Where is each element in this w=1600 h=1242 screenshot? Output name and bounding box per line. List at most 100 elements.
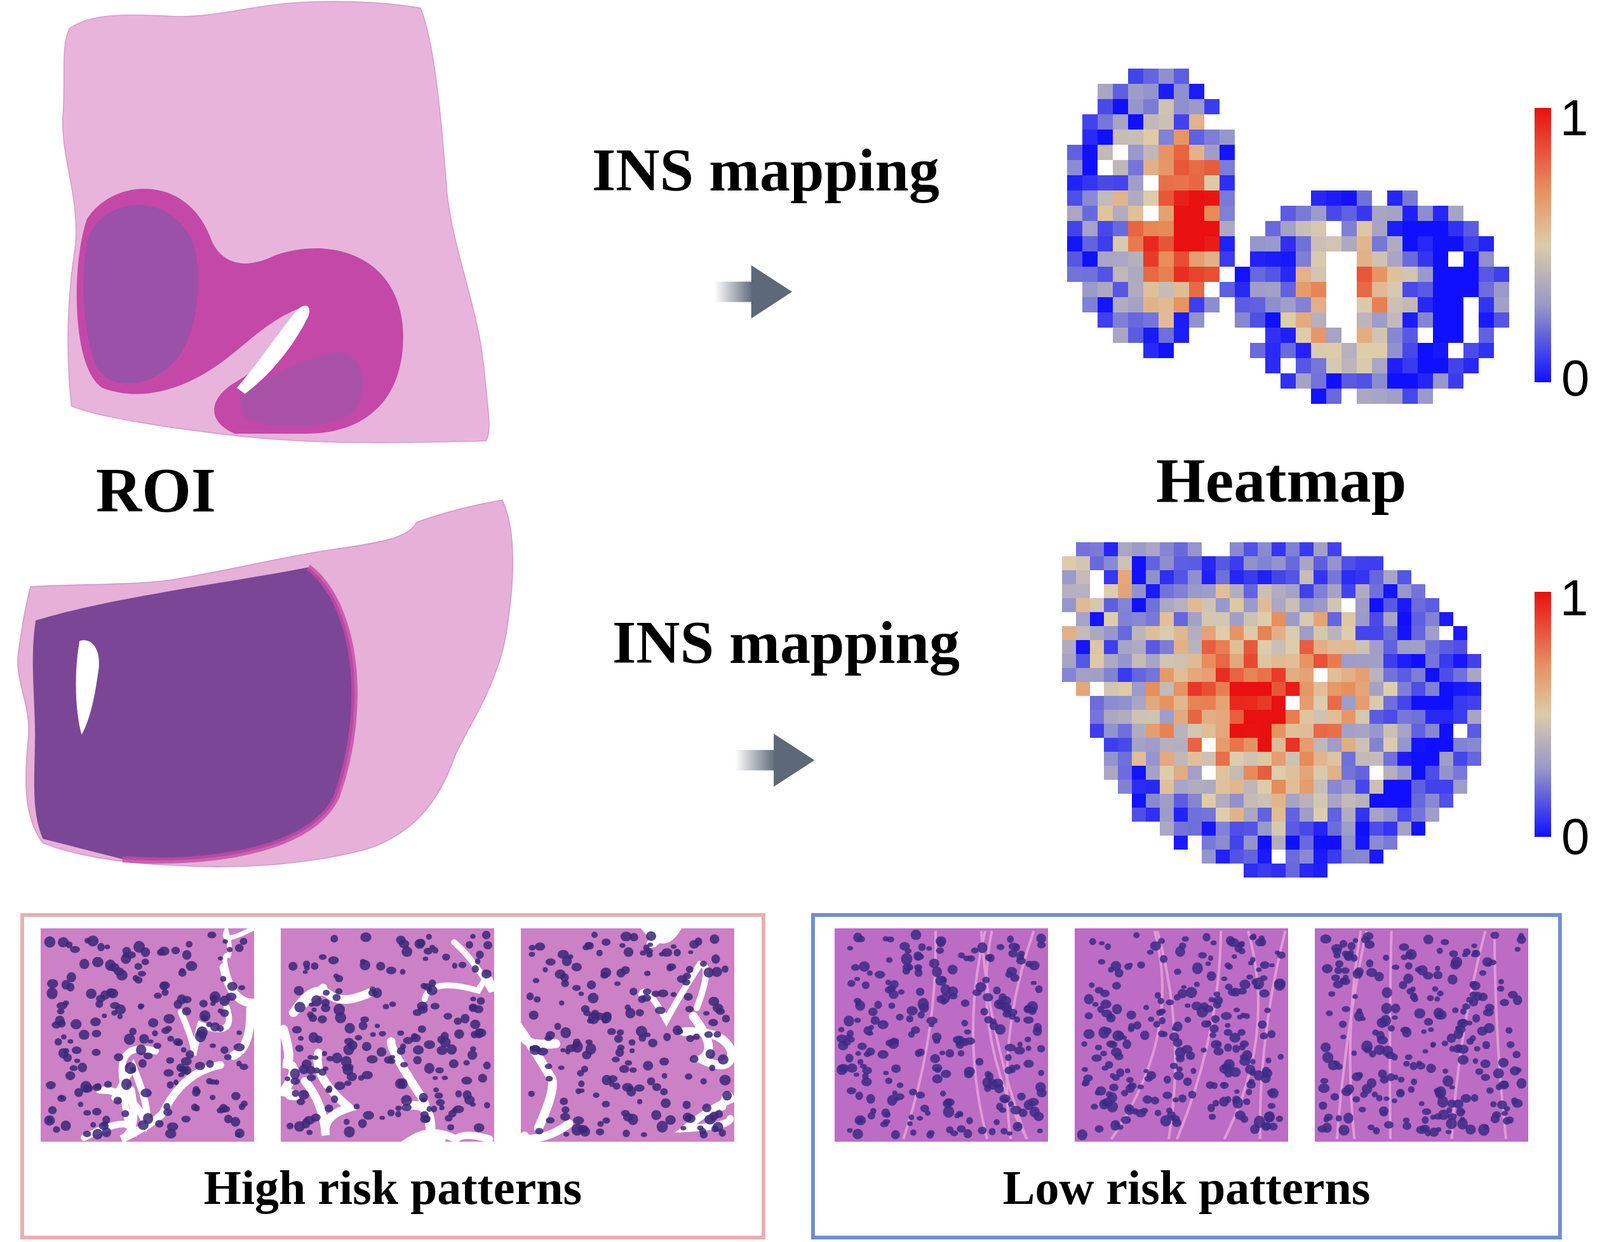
heatmap-cell <box>1145 626 1160 641</box>
heatmap-cell <box>1128 312 1144 328</box>
heatmap-cell <box>1463 282 1479 298</box>
heatmap-cell <box>1082 282 1098 298</box>
cell-nucleus <box>629 1048 635 1054</box>
cell-nucleus <box>1232 1044 1240 1054</box>
heatmap-cell <box>1204 99 1220 115</box>
cell-nucleus <box>917 1011 925 1019</box>
cell-nucleus <box>611 1056 620 1063</box>
heatmap-cell <box>1355 849 1370 864</box>
cell-nucleus <box>1013 1046 1025 1056</box>
heatmap-cell <box>1448 327 1464 343</box>
cell-nucleus <box>216 1107 225 1114</box>
cell-nucleus <box>322 1051 328 1057</box>
heatmap-cell <box>1089 710 1104 725</box>
heatmap-cell <box>1285 542 1300 557</box>
heatmap-cell <box>1271 668 1286 683</box>
heatmap-cell <box>1411 584 1426 599</box>
heatmap-cell <box>1402 190 1418 206</box>
heatmap-cell <box>1159 626 1174 641</box>
heatmap-cell <box>1299 640 1314 655</box>
heatmap-cell <box>1285 626 1300 641</box>
heatmap-cell <box>1128 236 1144 252</box>
cell-nucleus <box>298 1090 310 1101</box>
heatmap-cell <box>1327 807 1342 822</box>
heatmap-cell <box>1439 710 1454 725</box>
septum-line <box>1006 931 1034 1140</box>
cell-nucleus <box>224 1115 233 1124</box>
heatmap-cell <box>1089 668 1104 683</box>
cell-nucleus <box>470 997 477 1002</box>
heatmap-cell <box>1159 612 1174 627</box>
cell-nucleus <box>1004 1054 1012 1062</box>
cell-nucleus <box>113 1096 122 1105</box>
heatmap-cell <box>1448 282 1464 298</box>
cell-nucleus <box>940 999 948 1006</box>
cell-nucleus <box>684 1073 693 1080</box>
heatmap-cell <box>1356 236 1372 252</box>
heatmap-cell <box>1173 251 1190 267</box>
heatmap-cell <box>1103 738 1118 753</box>
histology-patch <box>40 928 255 1143</box>
cell-nucleus <box>709 1112 720 1122</box>
cell-nucleus <box>1004 1067 1014 1075</box>
cell-nucleus <box>403 1037 414 1045</box>
heatmap-cell <box>1189 236 1205 252</box>
cell-nucleus <box>578 1088 585 1094</box>
heatmap-cell <box>1327 598 1342 613</box>
heatmap-cell <box>1229 556 1244 571</box>
heatmap-cell <box>1145 766 1160 780</box>
cell-nucleus <box>45 1081 56 1090</box>
cell-nucleus <box>1136 961 1145 970</box>
cell-nucleus <box>670 992 678 998</box>
heatmap-cell <box>1243 542 1258 557</box>
heatmap-cell <box>1082 114 1098 130</box>
heatmap-cell <box>1369 793 1384 808</box>
cell-nucleus <box>847 980 856 988</box>
heatmap-cell <box>1219 221 1235 237</box>
heatmap-cell <box>1432 282 1449 298</box>
septum-line <box>973 931 988 1140</box>
cell-nucleus <box>966 1117 974 1125</box>
heatmap-cell <box>1097 190 1113 206</box>
cell-nucleus <box>54 1016 65 1027</box>
cell-nucleus <box>458 962 467 969</box>
heatmap-cell <box>1089 556 1104 571</box>
cell-nucleus <box>153 1042 162 1050</box>
cell-nucleus <box>92 1084 102 1092</box>
heatmap-cell <box>1128 175 1144 191</box>
cell-nucleus <box>545 1075 553 1082</box>
heatmap-cell <box>1243 710 1258 725</box>
cell-nucleus <box>917 1048 925 1057</box>
heatmap-cell <box>1387 221 1403 237</box>
cell-nucleus <box>65 1071 75 1081</box>
heatmap-cell <box>1189 144 1205 161</box>
stroma-gap <box>685 1095 732 1130</box>
heatmap-cell <box>1173 556 1188 571</box>
cell-nucleus <box>137 971 147 977</box>
septum-line <box>981 931 1028 1140</box>
heatmap-cell <box>1215 626 1230 641</box>
heatmap-cell <box>1327 793 1342 808</box>
cell-nucleus <box>1173 994 1181 1001</box>
heatmap-cell <box>1103 556 1118 571</box>
heatmap-cell <box>1295 221 1311 237</box>
cell-nucleus <box>165 1057 175 1064</box>
heatmap-cell <box>1173 542 1188 557</box>
heatmap-cell <box>1355 821 1370 836</box>
heatmap-cell <box>1103 668 1118 683</box>
heatmap-cell <box>1075 668 1090 683</box>
heatmap-cell <box>1383 752 1398 767</box>
heatmap-cell <box>1131 556 1146 571</box>
cell-nucleus <box>616 1029 625 1036</box>
stroma-gap <box>523 1123 570 1140</box>
heatmap-cell <box>1369 849 1384 864</box>
heatmap-cell <box>1097 236 1113 252</box>
heatmap-cell <box>1299 626 1314 641</box>
heatmap-cell <box>1299 835 1314 850</box>
heatmap-cell <box>1145 668 1160 683</box>
cell-nucleus <box>931 966 942 978</box>
heatmap-cell <box>1425 793 1440 808</box>
heatmap-cell <box>1356 327 1372 343</box>
heatmap-cell <box>1128 266 1144 283</box>
cell-nucleus <box>1163 1075 1172 1085</box>
